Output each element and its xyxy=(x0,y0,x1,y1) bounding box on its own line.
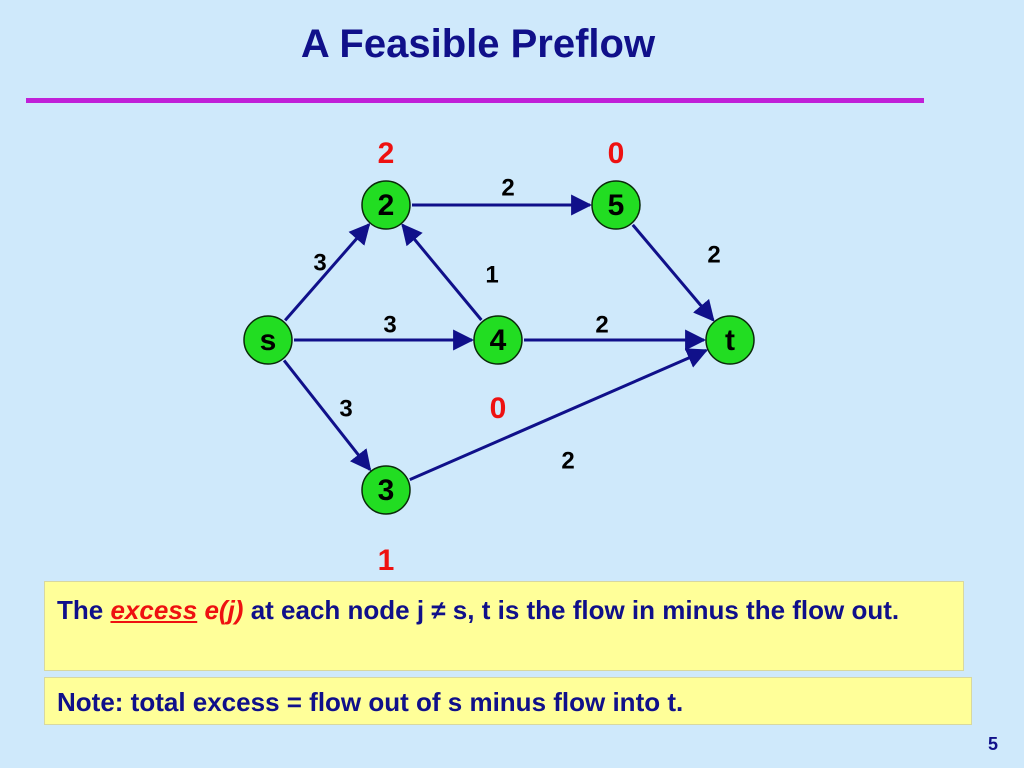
edge-n5-t xyxy=(631,223,715,322)
node-label: 3 xyxy=(378,474,395,507)
node-label: 4 xyxy=(490,324,507,357)
node-n3: 3 xyxy=(361,465,411,515)
node-circle xyxy=(361,465,411,515)
slide-title: A Feasible Preflow xyxy=(300,22,656,66)
edge-flow-label: 2 xyxy=(561,447,574,474)
node-label: 2 xyxy=(378,189,395,222)
total-excess-note-box: Note: total excess = flow out of s minus… xyxy=(44,677,972,725)
edge-s-n2 xyxy=(283,222,371,322)
node-label: t xyxy=(725,324,735,357)
edge-s-n3 xyxy=(282,359,372,472)
node-n4: 4 xyxy=(473,315,523,365)
edge-n3-t xyxy=(409,348,709,481)
title-divider xyxy=(26,98,924,103)
excess-definition-box: The excess e(j) at each node j ≠ s, t is… xyxy=(44,581,964,671)
node-label: 5 xyxy=(608,189,625,222)
note-text: Note: total excess = flow out of s minus… xyxy=(57,687,684,717)
edge-flow-label: 3 xyxy=(383,311,396,338)
node-circle xyxy=(591,180,641,230)
edge-flow-label: 2 xyxy=(707,241,720,268)
edge-flow-label: 2 xyxy=(501,174,514,201)
node-label: s xyxy=(260,324,277,357)
edge-flow-label: 2 xyxy=(595,311,608,338)
node-circle xyxy=(473,315,523,365)
definition-suffix: at each node j ≠ s, t is the flow in min… xyxy=(250,595,900,625)
node-n5: 5 xyxy=(591,180,641,230)
node-n2: 2 xyxy=(361,180,411,230)
node-excess-label: 1 xyxy=(378,544,395,577)
excess-function: e(j) xyxy=(204,595,244,625)
edge-flow-label: 1 xyxy=(485,261,498,288)
definition-prefix: The xyxy=(57,595,104,625)
excess-term: excess xyxy=(110,595,198,625)
node-circle xyxy=(243,315,293,365)
node-excess-label: 2 xyxy=(378,137,395,170)
edge-n4-n2 xyxy=(401,223,483,321)
edge-flow-label: 3 xyxy=(313,249,326,276)
page-number: 5 xyxy=(987,734,998,754)
node-s: s xyxy=(243,315,293,365)
edge-flow-label: 3 xyxy=(339,395,352,422)
node-excess-label: 0 xyxy=(608,137,625,170)
node-circle xyxy=(361,180,411,230)
node-circle xyxy=(705,315,755,365)
node-excess-label: 0 xyxy=(490,392,507,425)
node-t: t xyxy=(705,315,755,365)
flow-network-diagram: s 2 5 4 3 t 3 3 3 2 1 2 2 2 2 0 0 1 xyxy=(243,137,755,577)
